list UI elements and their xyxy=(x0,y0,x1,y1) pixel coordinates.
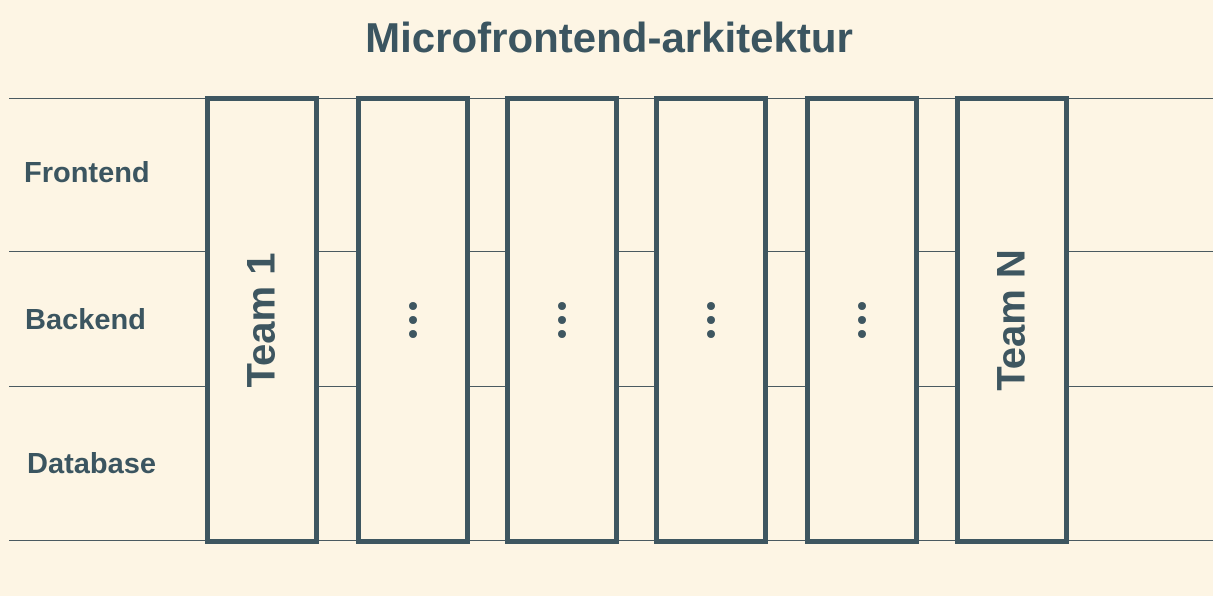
vertical-ellipsis-icon xyxy=(409,302,417,338)
team-column-n: Team N xyxy=(955,96,1069,544)
vertical-ellipsis-icon xyxy=(858,302,866,338)
team-column-placeholder xyxy=(805,96,919,544)
team-column-1: Team 1 xyxy=(205,96,319,544)
layer-label-database: Database xyxy=(27,448,156,480)
diagram-title: Microfrontend-arkitektur xyxy=(365,14,853,61)
layer-label-backend: Backend xyxy=(25,304,146,336)
team-name: Team 1 xyxy=(239,252,284,388)
vertical-ellipsis-icon xyxy=(707,302,715,338)
team-column-placeholder xyxy=(356,96,470,544)
team-name: Team N xyxy=(989,249,1034,391)
layer-label-frontend: Frontend xyxy=(24,157,150,189)
vertical-ellipsis-icon xyxy=(558,302,566,338)
team-column-placeholder xyxy=(505,96,619,544)
team-column-placeholder xyxy=(654,96,768,544)
